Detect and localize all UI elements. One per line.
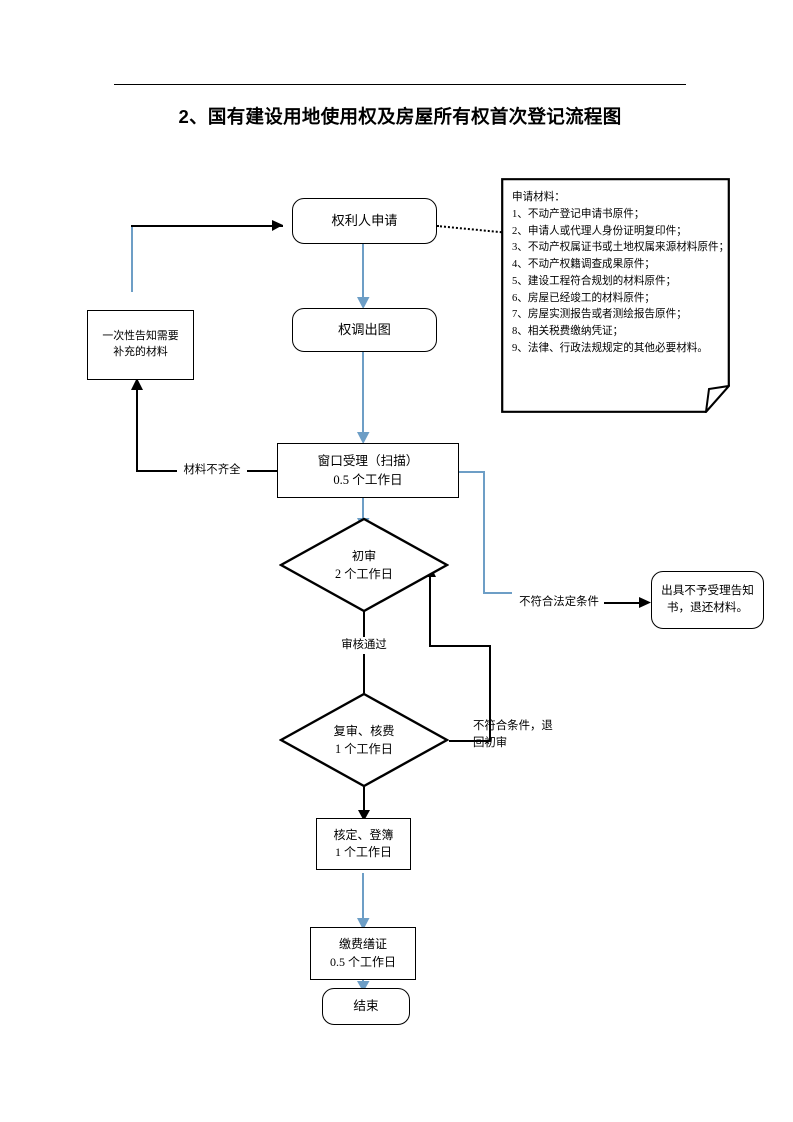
edge-legal-to-reject [604, 602, 647, 604]
materials-item-6: 6、房屋已经竣工的材料原件； [512, 292, 656, 304]
edge-window-right-h2 [483, 592, 512, 595]
materials-item-2: 2、申请人或代理人身份证明复印件； [512, 225, 687, 237]
node-end-line1: 结束 [353, 999, 379, 1014]
node-second-review-line2: 1 个工作日 [335, 742, 393, 756]
edge-label-not-meet-legal: 不符合法定条件 [519, 596, 599, 608]
materials-item-5: 5、建设工程符合规划的材料原件； [512, 275, 677, 287]
materials-item-4: 4、不动产权籍调查成果原件； [512, 259, 656, 271]
edge-window-right-v [483, 471, 486, 594]
node-approve-register-line2: 1 个工作日 [334, 845, 392, 859]
node-pay-certificate[interactable]: 缴费缮证 0.5 个工作日 [310, 927, 416, 980]
edge-label-review-passed: 审核通过 [329, 637, 399, 654]
edge-return-v-up [489, 645, 491, 741]
first-review-diamond-shape [279, 517, 449, 613]
node-notify-supplement-line1: 一次性告知需要 [102, 330, 179, 343]
second-review-diamond-shape [279, 692, 449, 788]
node-window-accept-line1: 窗口受理（扫描） [317, 454, 419, 469]
edge-window-to-firstreview [362, 498, 365, 526]
node-survey[interactable]: 权调出图 [292, 308, 437, 352]
edge-return-h-back [429, 645, 491, 647]
application-materials-note: 申请材料： 1、不动产登记申请书原件； 2、申请人或代理人身份证明复印件； 3、… [501, 178, 730, 413]
node-approve-register-line1: 核定、登簿 [333, 827, 394, 842]
edge-return-v-into-diamond [429, 570, 431, 646]
edge-window-right-h [459, 471, 485, 474]
edge-feed-to-applicant-h [131, 225, 283, 227]
node-applicant[interactable]: 权利人申请 [292, 198, 437, 244]
node-end[interactable]: 结束 [322, 988, 410, 1025]
node-window-accept-line2: 0.5 个工作日 [333, 472, 403, 487]
edge-label-incomplete-materials: 材料不齐全 [183, 464, 241, 476]
edge-label-not-meet-conditions-line1: 不符合条件，退 [473, 720, 553, 732]
edge-label-not-meet-conditions-line2: 回初审 [473, 736, 508, 749]
materials-heading: 申请材料： [512, 192, 565, 203]
header-rule [114, 84, 686, 85]
materials-item-9: 9、法律、行政法规规定的其他必要材料。 [512, 343, 708, 355]
materials-note-shape [501, 178, 730, 413]
edge-incomplete-h-left [136, 470, 177, 472]
node-reject-notice-line1: 出具不予受理告知 [661, 584, 754, 598]
node-pay-certificate-line1: 缴费缮证 [338, 937, 387, 952]
node-survey-line1: 权调出图 [338, 322, 391, 338]
node-reject-notice[interactable]: 出具不予受理告知 书，退还材料。 [651, 571, 764, 629]
edge-return-h-out [449, 740, 491, 742]
edge-applicant-to-survey [362, 244, 365, 304]
materials-item-7: 7、房屋实测报告或者测绘报告原件； [512, 309, 687, 321]
materials-item-1: 1、不动产登记申请书原件； [512, 208, 645, 220]
edge-secondreview-to-register [363, 787, 365, 819]
node-first-review-line1: 初审 [351, 548, 377, 563]
edge-label-not-meet-conditions: 不符合条件，退 回初审 [473, 718, 557, 751]
node-reject-notice-line2: 书，退还材料。 [666, 601, 749, 614]
node-first-review[interactable]: 初审 2 个工作日 [279, 517, 449, 613]
node-approve-register[interactable]: 核定、登簿 1 个工作日 [316, 818, 411, 870]
materials-item-3: 3、不动产权属证书或土地权属来源材料原件； [512, 242, 730, 254]
edge-applicant-to-materials-dotted [436, 225, 505, 234]
edge-incomplete-h-right [247, 470, 284, 472]
node-window-accept[interactable]: 窗口受理（扫描） 0.5 个工作日 [277, 443, 459, 498]
node-notify-supplement-line2: 补充的材料 [113, 346, 168, 358]
edge-register-to-pay [362, 873, 365, 925]
node-second-review[interactable]: 复审、核费 1 个工作日 [279, 692, 449, 788]
edge-left-blue-riser [131, 226, 134, 292]
materials-note-text: 申请材料： 1、不动产登记申请书原件； 2、申请人或代理人身份证明复印件； 3、… [512, 190, 730, 358]
materials-item-8: 8、相关税费缴纳凭证； [512, 326, 624, 338]
edge-incomplete-riser [136, 382, 138, 471]
node-applicant-line1: 权利人申请 [331, 213, 398, 229]
node-second-review-line1: 复审、核费 [333, 723, 395, 738]
page-title: 2、国有建设用地使用权及房屋所有权首次登记流程图 [178, 106, 622, 127]
node-first-review-line2: 2 个工作日 [335, 567, 393, 581]
node-notify-supplement[interactable]: 一次性告知需要 补充的材料 [87, 310, 194, 380]
node-pay-certificate-line2: 0.5 个工作日 [329, 954, 396, 969]
edge-survey-to-window [362, 352, 365, 439]
